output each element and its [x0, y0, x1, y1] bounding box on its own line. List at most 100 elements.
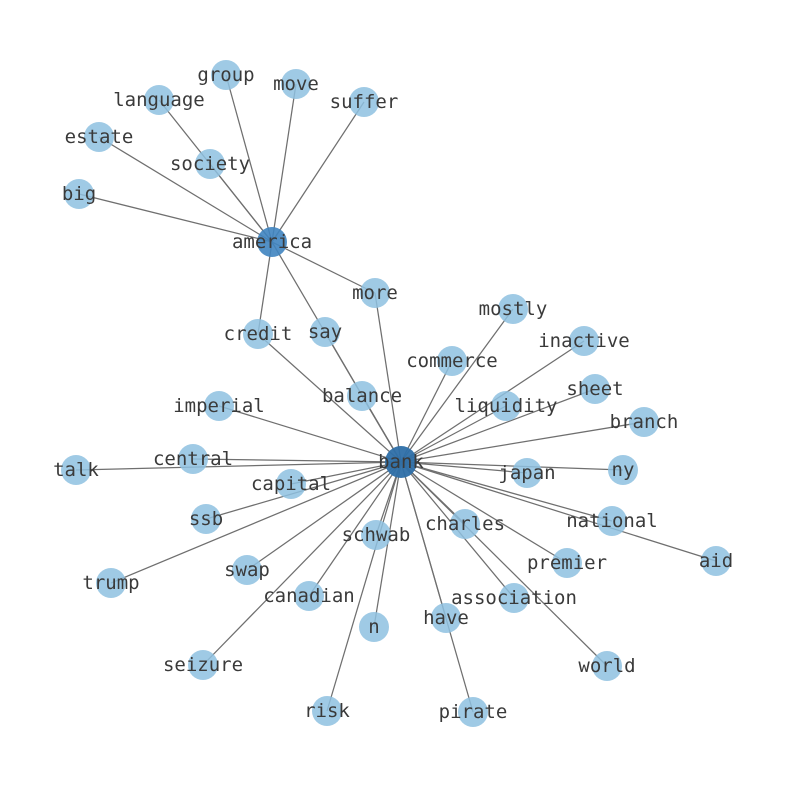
- node-language: language: [113, 85, 205, 115]
- node-circle-schwab: [361, 520, 391, 550]
- edge-america-big: [78, 193, 273, 243]
- node-circle-trump: [96, 568, 126, 598]
- node-credit: credit: [224, 319, 293, 349]
- node-mostly: mostly: [479, 294, 548, 324]
- node-label-central: central: [153, 448, 233, 470]
- node-aid: aid: [699, 546, 733, 576]
- node-circle-aid: [701, 546, 731, 576]
- node-label-schwab: schwab: [342, 524, 411, 546]
- node-big: big: [62, 179, 96, 209]
- edge-bank-japan: [400, 461, 528, 474]
- edge-bank-commerce: [400, 360, 453, 463]
- node-circle-group: [211, 60, 241, 90]
- node-label-world: world: [578, 655, 635, 677]
- node-circle-charles: [450, 509, 480, 539]
- node-label-association: association: [451, 587, 577, 609]
- node-label-n: n: [368, 616, 379, 638]
- node-say: say: [308, 317, 342, 347]
- edge-bank-sheet: [400, 388, 596, 463]
- node-estate: estate: [65, 122, 134, 152]
- node-circle-language: [144, 85, 174, 115]
- node-label-canadian: canadian: [263, 585, 355, 607]
- node-label-have: have: [423, 607, 469, 629]
- node-circle-suffer: [349, 87, 379, 117]
- node-circle-move: [281, 69, 311, 99]
- node-label-move: move: [273, 73, 319, 95]
- node-label-japan: japan: [498, 462, 555, 484]
- node-bank: bank: [378, 446, 424, 478]
- node-label-estate: estate: [65, 126, 134, 148]
- node-label-big: big: [62, 183, 96, 205]
- node-premier: premier: [527, 548, 607, 578]
- node-circle-more: [360, 278, 390, 308]
- node-label-balance: balance: [322, 385, 402, 407]
- node-label-talk: talk: [53, 459, 99, 481]
- node-circle-japan: [512, 458, 542, 488]
- edge-bank-trump: [110, 461, 402, 584]
- node-circle-branch: [629, 407, 659, 437]
- node-talk: talk: [53, 455, 99, 485]
- edge-america-estate: [98, 136, 273, 243]
- node-label-charles: charles: [425, 513, 505, 535]
- node-label-trump: trump: [82, 572, 139, 594]
- edge-bank-world: [400, 461, 608, 667]
- edge-america-group: [225, 74, 273, 243]
- node-label-ny: ny: [612, 459, 635, 481]
- node-circle-bank: [385, 446, 417, 478]
- node-label-ssb: ssb: [189, 508, 223, 530]
- node-suffer: suffer: [330, 87, 399, 117]
- edge-bank-aid: [400, 461, 717, 562]
- node-schwab: schwab: [342, 520, 411, 550]
- node-label-credit: credit: [224, 323, 293, 345]
- edge-america-society: [209, 163, 273, 243]
- node-national: national: [566, 506, 658, 536]
- node-circle-seizure: [188, 650, 218, 680]
- node-circle-balance: [347, 381, 377, 411]
- node-swap: swap: [224, 555, 270, 585]
- node-label-sheet: sheet: [566, 378, 623, 400]
- edge-bank-national: [400, 461, 613, 522]
- node-canadian: canadian: [263, 581, 355, 611]
- node-circle-national: [597, 506, 627, 536]
- node-seizure: seizure: [163, 650, 243, 680]
- edge-bank-branch: [400, 421, 645, 463]
- node-group: group: [197, 60, 255, 90]
- node-label-risk: risk: [304, 700, 350, 722]
- edge-bank-ny: [400, 461, 624, 471]
- node-label-commerce: commerce: [406, 350, 498, 372]
- node-central: central: [153, 444, 233, 474]
- node-branch: branch: [610, 407, 678, 437]
- edge-bank-risk: [326, 461, 402, 712]
- node-circle-america: [257, 227, 287, 257]
- node-label-say: say: [308, 321, 342, 343]
- node-label-more: more: [352, 282, 398, 304]
- edge-bank-more: [374, 292, 402, 463]
- edge-bank-pirate: [400, 461, 474, 713]
- node-charles: charles: [425, 509, 505, 539]
- node-society: society: [170, 149, 250, 179]
- node-capital: capital: [251, 469, 331, 499]
- node-circle-inactive: [569, 326, 599, 356]
- node-circle-mostly: [498, 294, 528, 324]
- node-circle-say: [310, 317, 340, 347]
- node-label-bank: bank: [378, 451, 424, 473]
- edge-bank-mostly: [400, 308, 514, 463]
- node-pirate: pirate: [439, 697, 507, 727]
- node-america: america: [232, 227, 312, 257]
- node-label-suffer: suffer: [330, 91, 399, 113]
- node-circle-premier: [552, 548, 582, 578]
- node-label-capital: capital: [251, 473, 331, 495]
- node-label-mostly: mostly: [479, 298, 548, 320]
- node-more: more: [352, 278, 398, 308]
- node-circle-liquidity: [491, 391, 521, 421]
- node-label-aid: aid: [699, 550, 733, 572]
- node-label-liquidity: liquidity: [455, 395, 558, 417]
- node-circle-capital: [276, 469, 306, 499]
- node-risk: risk: [304, 696, 350, 726]
- node-circle-n: [359, 612, 389, 642]
- edge-bank-credit: [257, 333, 402, 463]
- node-label-inactive: inactive: [538, 330, 630, 352]
- edge-america-move: [271, 83, 297, 243]
- node-move: move: [273, 69, 319, 99]
